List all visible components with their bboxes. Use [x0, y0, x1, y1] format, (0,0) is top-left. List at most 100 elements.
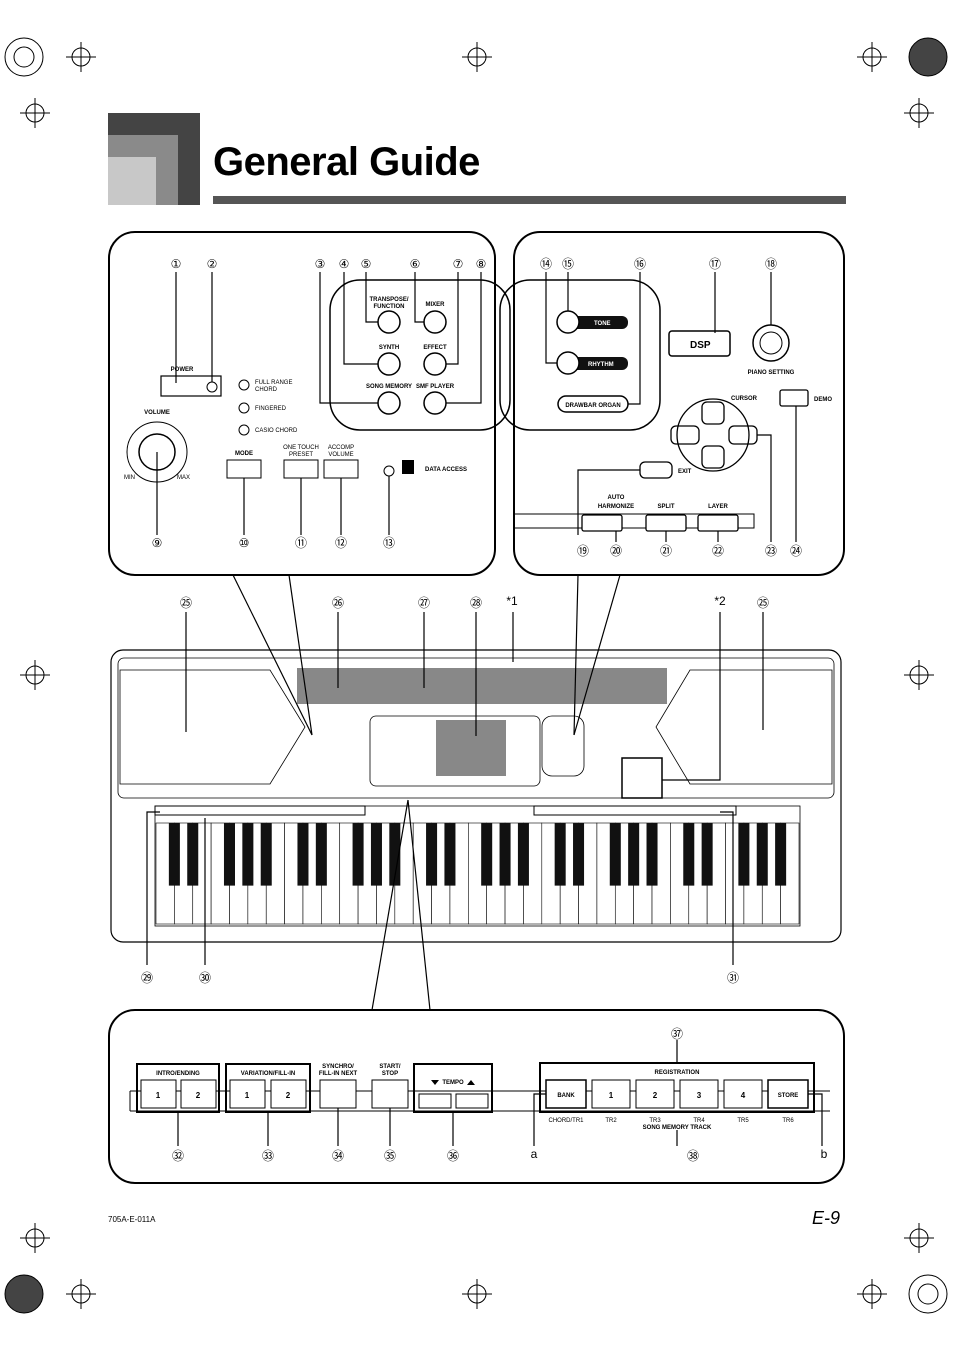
- registration-4-label: 4: [741, 1091, 746, 1100]
- keyboard-leader-lines: [146, 574, 764, 1011]
- intro-2-label: 2: [196, 1091, 201, 1100]
- layer-button[interactable]: [697, 514, 739, 532]
- casio-chord-lamp: [238, 424, 250, 436]
- tone-button[interactable]: [556, 310, 580, 334]
- intro-ending-2-button[interactable]: [180, 1079, 217, 1109]
- cursor-label: CURSOR: [731, 396, 758, 402]
- black-key: [646, 823, 658, 886]
- cursor-pad[interactable]: [670, 398, 758, 472]
- page-title: General Guide: [213, 140, 480, 184]
- bank-button[interactable]: [545, 1079, 587, 1109]
- callout-20: ⑳: [610, 544, 622, 558]
- black-key: [297, 823, 309, 886]
- auto-harmonize-label-2: HARMONIZE: [598, 504, 634, 510]
- start-stop-button[interactable]: [371, 1079, 409, 1109]
- cursor-left-button[interactable]: [670, 425, 700, 445]
- callout-8: ⑧: [476, 257, 487, 271]
- power-button[interactable]: [160, 375, 222, 397]
- accomp-volume-label-2: VOLUME: [328, 452, 353, 458]
- intro-ending-label: INTRO/ENDING: [156, 1071, 200, 1077]
- casio-chord-label: CASIO CHORD: [255, 428, 298, 434]
- transpose-function-button[interactable]: [377, 310, 401, 334]
- registration-1-button[interactable]: [591, 1079, 631, 1109]
- callout-34: ㉞: [332, 1149, 344, 1163]
- one-touch-preset-button[interactable]: [283, 459, 319, 479]
- callout-16: ⑯: [634, 257, 646, 271]
- song-memory-button[interactable]: [377, 391, 401, 415]
- cursor-down-button[interactable]: [701, 445, 725, 469]
- piano-setting-button[interactable]: [752, 324, 790, 362]
- black-key: [573, 823, 585, 886]
- track-tr5: TR5: [737, 1118, 749, 1124]
- tempo-down-arrow-icon: [431, 1080, 439, 1085]
- tempo-up-arrow-icon: [467, 1080, 475, 1085]
- synchro-fill-in-next-button[interactable]: [319, 1079, 357, 1109]
- transpose-label-2: FUNCTION: [374, 304, 405, 310]
- auto-harmonize-label: AUTO: [608, 495, 625, 501]
- rhythm-button[interactable]: [556, 351, 580, 375]
- exit-button[interactable]: [639, 461, 673, 479]
- callout-38: ㊳: [687, 1149, 699, 1163]
- smf-player-label: SMF PLAYER: [416, 384, 455, 390]
- cursor-right-button[interactable]: [728, 425, 758, 445]
- variation-fill-in-label: VARIATION/FILL-IN: [241, 1071, 295, 1077]
- full-range-chord-label-2: CHORD: [255, 387, 278, 393]
- tempo-label: TEMPO: [442, 1080, 464, 1086]
- registration-marks: [4, 37, 948, 1314]
- callout-3: ③: [315, 257, 326, 271]
- callout-35: ㉟: [384, 1149, 396, 1163]
- callout-9: ⑨: [152, 536, 163, 550]
- black-key: [481, 823, 493, 886]
- mixer-button[interactable]: [423, 310, 447, 334]
- registration-2-button[interactable]: [635, 1079, 675, 1109]
- keyboard-body: [110, 649, 842, 943]
- mode-button[interactable]: [226, 459, 262, 479]
- title-rule: [213, 196, 846, 204]
- tempo-down-button[interactable]: [418, 1093, 452, 1109]
- tone-cluster-frame: [499, 279, 661, 431]
- label-b: b: [821, 1147, 828, 1161]
- one-touch-preset-label: ONE TOUCH: [283, 445, 319, 451]
- tempo-up-button[interactable]: [455, 1093, 489, 1109]
- black-key: [260, 823, 272, 886]
- variation-1-button[interactable]: [229, 1079, 266, 1109]
- right-leader-lines: [545, 272, 797, 542]
- registration-3-button[interactable]: [679, 1079, 719, 1109]
- callout-30: ㉚: [199, 971, 211, 985]
- synchro-label: SYNCHRO/: [322, 1064, 354, 1070]
- cursor-up-button[interactable]: [701, 401, 725, 425]
- callout-29: ㉙: [141, 971, 153, 985]
- tone-label: TONE: [594, 321, 611, 327]
- demo-button[interactable]: [779, 389, 809, 407]
- black-key: [352, 823, 364, 886]
- black-key: [683, 823, 695, 886]
- smf-player-button[interactable]: [423, 391, 447, 415]
- callout-17: ⑰: [709, 257, 721, 271]
- black-key: [187, 823, 199, 886]
- effect-button[interactable]: [423, 352, 447, 376]
- accomp-volume-button[interactable]: [323, 459, 359, 479]
- callout-26: ㉖: [332, 596, 344, 610]
- layer-label: LAYER: [708, 504, 728, 510]
- demo-label: DEMO: [814, 397, 832, 403]
- store-button[interactable]: [767, 1079, 809, 1109]
- split-button[interactable]: [645, 514, 687, 532]
- intro-ending-1-button[interactable]: [140, 1079, 177, 1109]
- registration-4-button[interactable]: [723, 1079, 763, 1109]
- mixer-label: MIXER: [425, 302, 445, 308]
- fingered-label: FINGERED: [255, 406, 287, 412]
- synth-button[interactable]: [377, 352, 401, 376]
- song-memory-label: SONG MEMORY: [366, 384, 412, 390]
- dsp-button[interactable]: [668, 330, 731, 357]
- piano-setting-label: PIANO SETTING: [748, 370, 795, 376]
- black-key: [775, 823, 787, 886]
- transpose-label: TRANSPOSE/: [369, 297, 408, 303]
- variation-2-button[interactable]: [270, 1079, 307, 1109]
- black-key: [168, 823, 180, 886]
- note-star-1: *1: [506, 594, 518, 608]
- black-key: [756, 823, 768, 886]
- control-strip: [513, 513, 755, 529]
- auto-harmonize-button[interactable]: [581, 514, 623, 532]
- black-key: [223, 823, 235, 886]
